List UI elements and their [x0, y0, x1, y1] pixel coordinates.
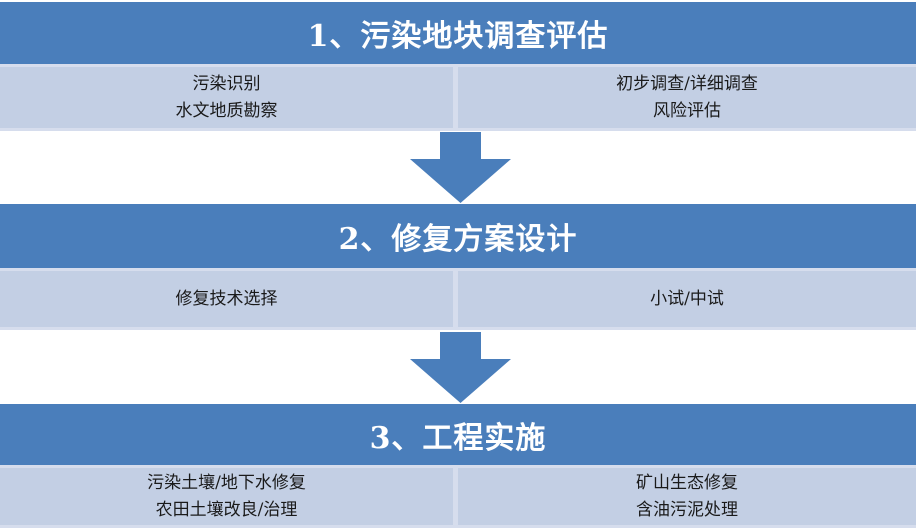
arrow-down-icon-stage2-to-stage3 — [410, 332, 511, 403]
stage-3-column-left: 污染土壤/地下水修复 农田土壤改良/治理 — [0, 468, 458, 525]
stage-1-body: 污染识别 水文地质勘察 初步调查/详细调查 风险评估 — [0, 64, 916, 131]
stage-2-column-left: 修复技术选择 — [0, 271, 458, 327]
stage-3-header: 3、工程实施 — [0, 404, 916, 465]
arrow-down-icon-stage1-to-stage2 — [410, 132, 511, 203]
stage-1-left-line-1: 污染识别 — [192, 74, 261, 95]
stage-block-1: 1、污染地块调查评估 污染识别 水文地质勘察 初步调查/详细调查 风险评估 — [0, 2, 916, 131]
stage-2-column-right: 小试/中试 — [458, 271, 916, 327]
stage-2-right-line-1: 小试/中试 — [650, 288, 724, 309]
stage-3-body: 污染土壤/地下水修复 农田土壤改良/治理 矿山生态修复 含油污泥处理 — [0, 465, 916, 528]
stage-block-2: 2、修复方案设计 修复技术选择 小试/中试 — [0, 204, 916, 330]
stage-1-right-line-1: 初步调查/详细调查 — [616, 74, 758, 95]
stage-1-header: 1、污染地块调查评估 — [0, 2, 916, 64]
stage-3-left-line-2: 农田土壤改良/治理 — [155, 499, 298, 520]
stage-1-column-left: 污染识别 水文地质勘察 — [0, 67, 458, 128]
stage-1-left-line-2: 水文地质勘察 — [175, 100, 278, 121]
stage-1-right-line-2: 风险评估 — [653, 100, 721, 121]
stage-3-right-line-2: 含油污泥处理 — [636, 499, 738, 520]
stage-3-left-line-1: 污染土壤/地下水修复 — [147, 473, 306, 494]
stage-3-column-right: 矿山生态修复 含油污泥处理 — [458, 468, 916, 525]
stage-3-right-line-1: 矿山生态修复 — [636, 473, 738, 494]
stage-block-3: 3、工程实施 污染土壤/地下水修复 农田土壤改良/治理 矿山生态修复 含油污泥处… — [0, 404, 916, 528]
stage-2-header: 2、修复方案设计 — [0, 204, 916, 268]
stage-1-column-right: 初步调查/详细调查 风险评估 — [458, 67, 916, 128]
stage-2-body: 修复技术选择 小试/中试 — [0, 268, 916, 330]
stage-2-left-line-1: 修复技术选择 — [175, 288, 278, 309]
